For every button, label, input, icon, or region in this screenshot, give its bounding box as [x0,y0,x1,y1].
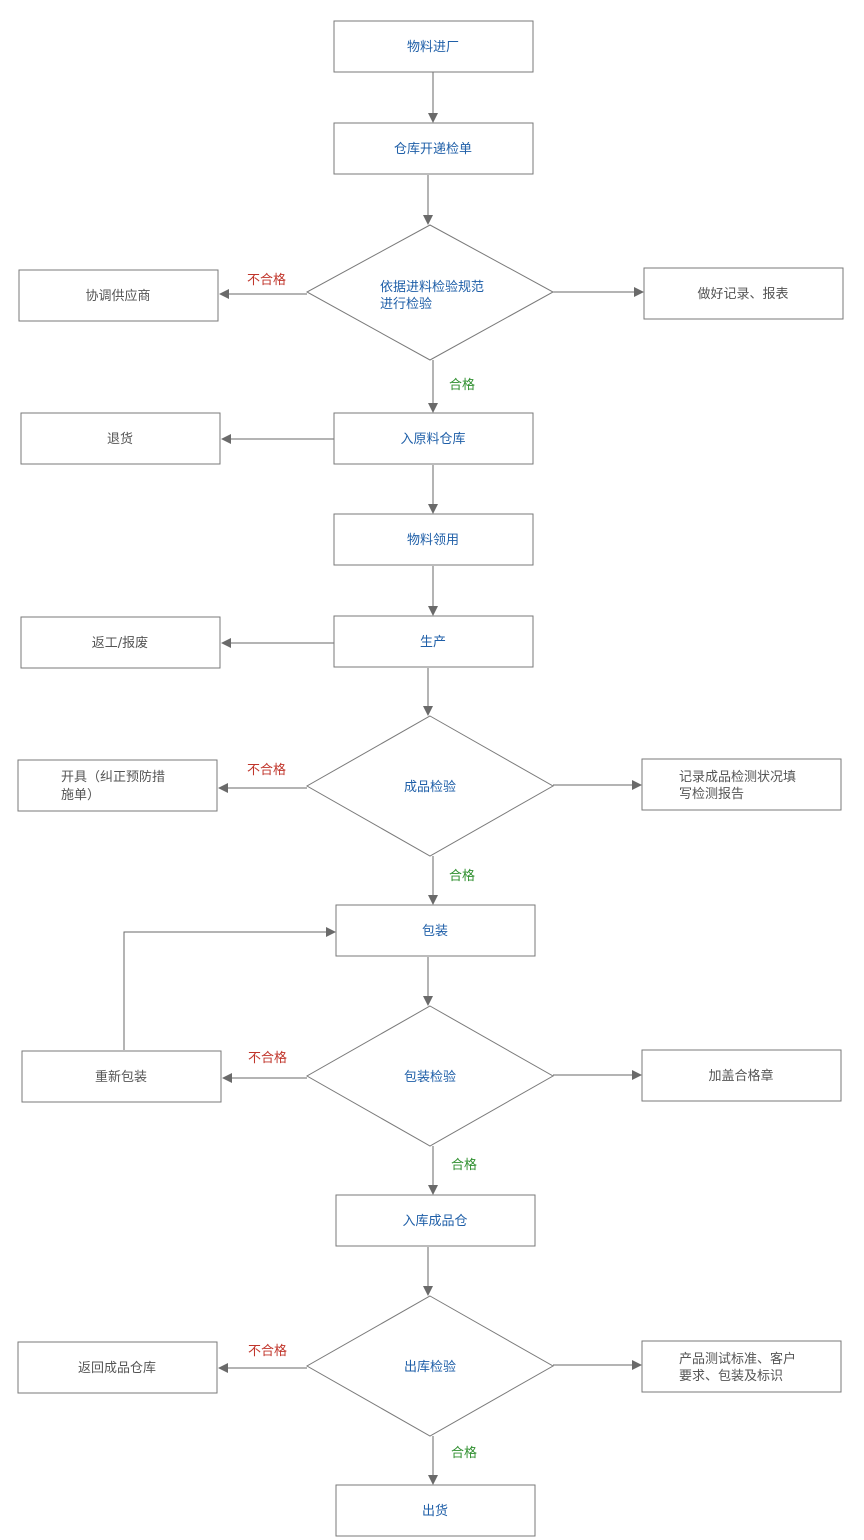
node-rework-scrap: 返工/报废 [20,616,221,669]
decision-outbound-check-label: 出库检验 [404,1359,456,1375]
node-warehouse-form-label: 仓库开递检单 [394,141,472,157]
decision-packing-check: 包装检验 [305,1005,555,1147]
node-product-record-line1: 记录成品检测状况填 [679,770,796,785]
connectors [123,72,644,1485]
node-test-standard-line1: 产品测试标准、客户 [679,1351,796,1367]
node-raw-warehouse: 入原料仓库 [333,412,534,465]
node-return-goods: 退货 [20,412,221,465]
label-fail-packing: 不合格 [248,1050,287,1066]
decision-outbound-check: 出库检验 [305,1295,555,1437]
node-return-finished-label: 返回成品仓库 [78,1360,156,1376]
decision-incoming-check: 依据进料检验规范 进行检验 [305,224,555,361]
node-raw-warehouse-label: 入原料仓库 [400,431,465,447]
node-test-standard-line2: 要求、包装及标识 [679,1369,783,1384]
label-fail-product: 不合格 [247,762,286,778]
label-pass-outbound: 合格 [451,1445,477,1461]
node-production-label: 生产 [420,635,446,650]
label-fail-incoming: 不合格 [247,272,286,288]
node-coordinate-supplier-label: 协调供应商 [85,288,150,304]
node-rework-scrap-label: 返工/报废 [92,635,148,651]
node-finished-warehouse-label: 入库成品仓 [402,1213,467,1229]
label-fail-outbound: 不合格 [248,1343,287,1359]
node-return-goods-label: 退货 [107,431,133,447]
decision-incoming-check-line1: 依据进料检验规范 [380,279,484,295]
node-test-standard: 产品测试标准、客户 要求、包装及标识 [641,1340,842,1393]
decision-incoming-check-line2: 进行检验 [380,296,432,312]
node-requisition: 物料领用 [333,513,534,566]
node-packing-label: 包装 [422,924,448,939]
node-corrective-action-line2: 施单） [61,788,100,803]
node-product-record-line2: 写检测报告 [679,787,744,802]
node-material-in: 物料进厂 [333,20,534,73]
node-stamp-label: 加盖合格章 [708,1068,773,1084]
arrow-repack-loop [123,927,336,1050]
node-shipment-label: 出货 [422,1503,448,1519]
node-product-record: 记录成品检测状况填 写检测报告 [641,758,842,811]
node-production: 生产 [333,615,534,668]
node-coordinate-supplier: 协调供应商 [18,269,219,322]
node-shipment: 出货 [335,1484,536,1537]
node-material-in-label: 物料进厂 [407,40,459,55]
node-record-report-label: 做好记录、报表 [697,287,788,302]
node-corrective-action-line1: 开具（纠正预防措 [61,769,165,785]
node-corrective-action: 开具（纠正预防措 施单） [17,759,218,812]
node-repack-label: 重新包装 [95,1069,147,1085]
node-packing: 包装 [335,904,536,957]
decision-packing-check-label: 包装检验 [404,1069,456,1085]
node-finished-warehouse: 入库成品仓 [335,1194,536,1247]
label-pass-incoming: 合格 [449,377,475,393]
node-requisition-label: 物料领用 [407,533,459,548]
node-record-report: 做好记录、报表 [643,267,844,320]
node-return-finished: 返回成品仓库 [17,1341,218,1394]
label-pass-product: 合格 [449,868,475,884]
node-stamp: 加盖合格章 [641,1049,842,1102]
decision-product-check: 成品检验 [305,715,555,857]
node-repack: 重新包装 [21,1050,222,1103]
decision-product-check-label: 成品检验 [404,779,456,795]
label-pass-packing: 合格 [451,1157,477,1173]
node-warehouse-form: 仓库开递检单 [333,122,534,175]
